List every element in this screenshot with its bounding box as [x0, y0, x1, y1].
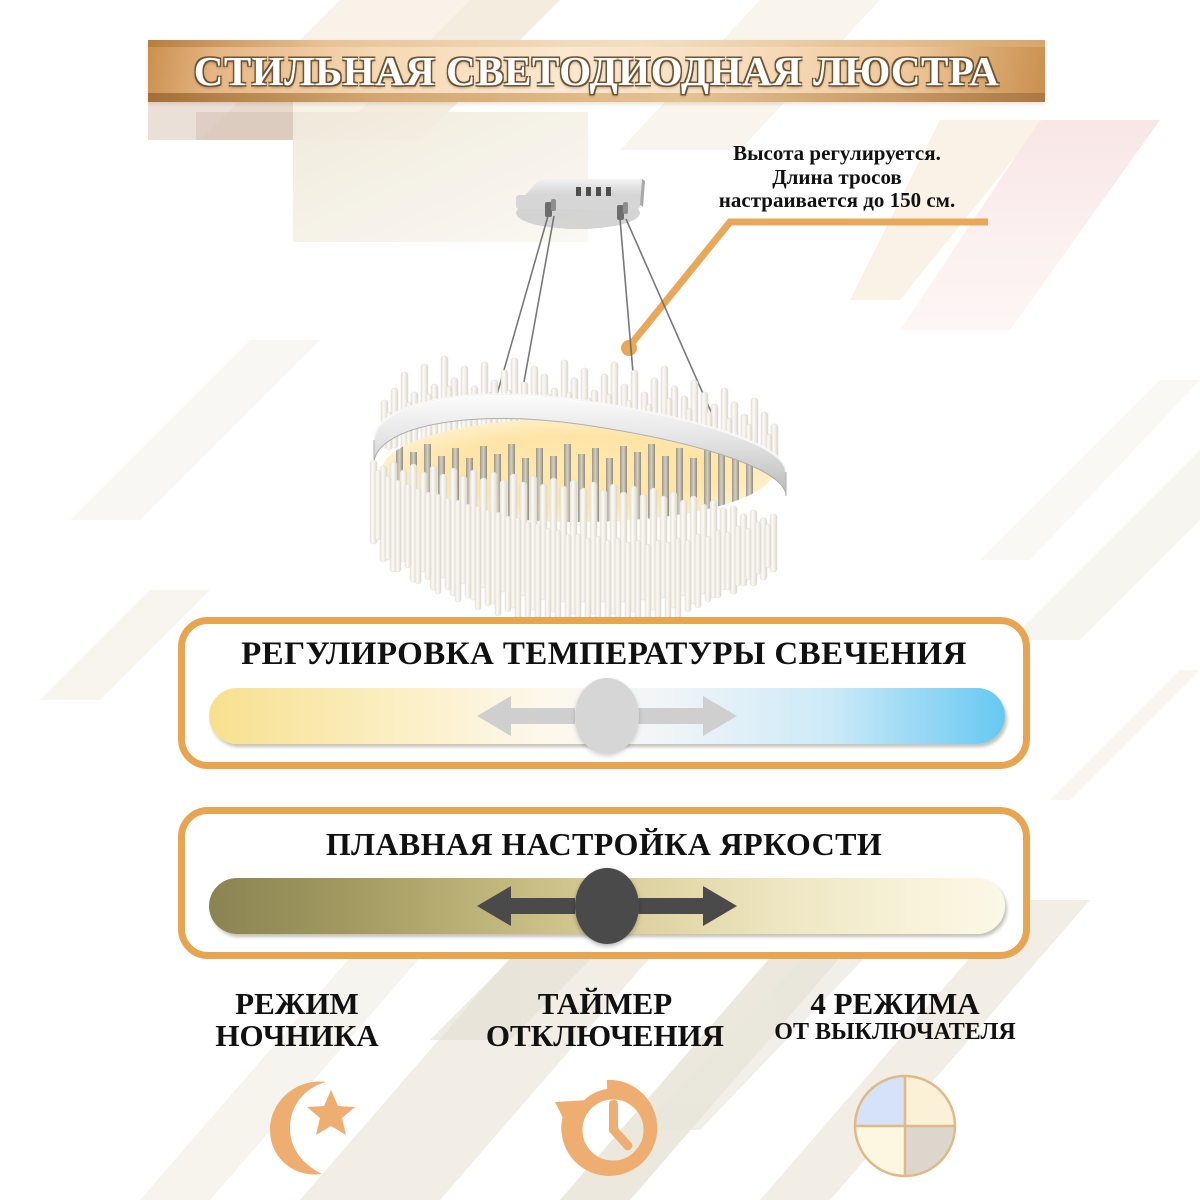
arrow-left-icon — [477, 886, 575, 926]
callout-line-3: настраивается до 150 см. — [718, 188, 956, 213]
four-quadrant-circle-icon — [853, 1074, 957, 1178]
feature-timer-line2: ОТКЛЮЧЕНИЯ — [485, 1018, 725, 1054]
callout-line-1: Высота регулируется. — [733, 141, 941, 165]
feature-timer-line1: ТАЙМЕР — [537, 986, 673, 1021]
suspension-cables — [491, 215, 713, 421]
panel-brightness-title: ПЛАВНАЯ НАСТРОЙКА ЯРКОСТИ — [325, 826, 883, 862]
feature-night-line1: РЕЖИМ — [235, 986, 359, 1021]
banner-top-stripe — [148, 40, 1045, 47]
chandelier-ring — [373, 393, 787, 497]
feature-modes-line2: ОТ ВЫКЛЮЧАТЕЛЯ — [774, 1019, 1016, 1046]
feature-modes-line1: 4 РЕЖИМА — [810, 986, 980, 1021]
callout-line-2: Длина тросов — [772, 164, 902, 189]
arrow-right-icon — [639, 696, 737, 736]
panel-color-temperature: РЕГУЛИРОВКА ТЕМПЕРАТУРЫ СВЕЧЕНИЯ — [178, 617, 1030, 769]
page-title: СТИЛЬНАЯ СВЕТОДИОДНАЯ ЛЮСТРА — [193, 48, 1000, 94]
header-banner: СТИЛЬНАЯ СВЕТОДИОДНАЯ ЛЮСТРА — [148, 40, 1045, 102]
feature-night-line2: НОЧНИКА — [215, 1018, 379, 1054]
height-callout: Высота регулируется. Длина тросов настра… — [672, 141, 1002, 213]
feature-shutdown-timer: ТАЙМЕР ОТКЛЮЧЕНИЯ — [470, 986, 740, 1054]
arrow-left-icon — [477, 696, 575, 736]
clock-restore-icon — [555, 1079, 658, 1176]
temperature-slider-track[interactable] — [209, 678, 1005, 754]
feature-four-modes: 4 РЕЖИМА ОТ ВЫКЛЮЧАТЕЛЯ — [760, 986, 1030, 1046]
temperature-slider-knob[interactable] — [575, 678, 639, 754]
feature-night-mode: РЕЖИМ НОЧНИКА — [162, 986, 432, 1054]
brightness-slider-track[interactable] — [209, 868, 1005, 944]
arrow-right-icon — [639, 886, 737, 926]
crystal-rods-inner — [396, 444, 753, 522]
panel-brightness: ПЛАВНАЯ НАСТРОЙКА ЯРКОСТИ — [178, 807, 1030, 959]
crystal-rods-upper — [380, 355, 779, 479]
ceiling-mount — [516, 179, 645, 229]
panel-temperature-title: РЕГУЛИРОВКА ТЕМПЕРАТУРЫ СВЕЧЕНИЯ — [241, 636, 967, 672]
banner-bottom-stripe — [148, 93, 1045, 102]
crystal-rods-lower — [369, 459, 778, 635]
brightness-slider-knob[interactable] — [575, 868, 639, 944]
moon-star-icon — [270, 1081, 355, 1175]
led-glow — [382, 418, 774, 522]
